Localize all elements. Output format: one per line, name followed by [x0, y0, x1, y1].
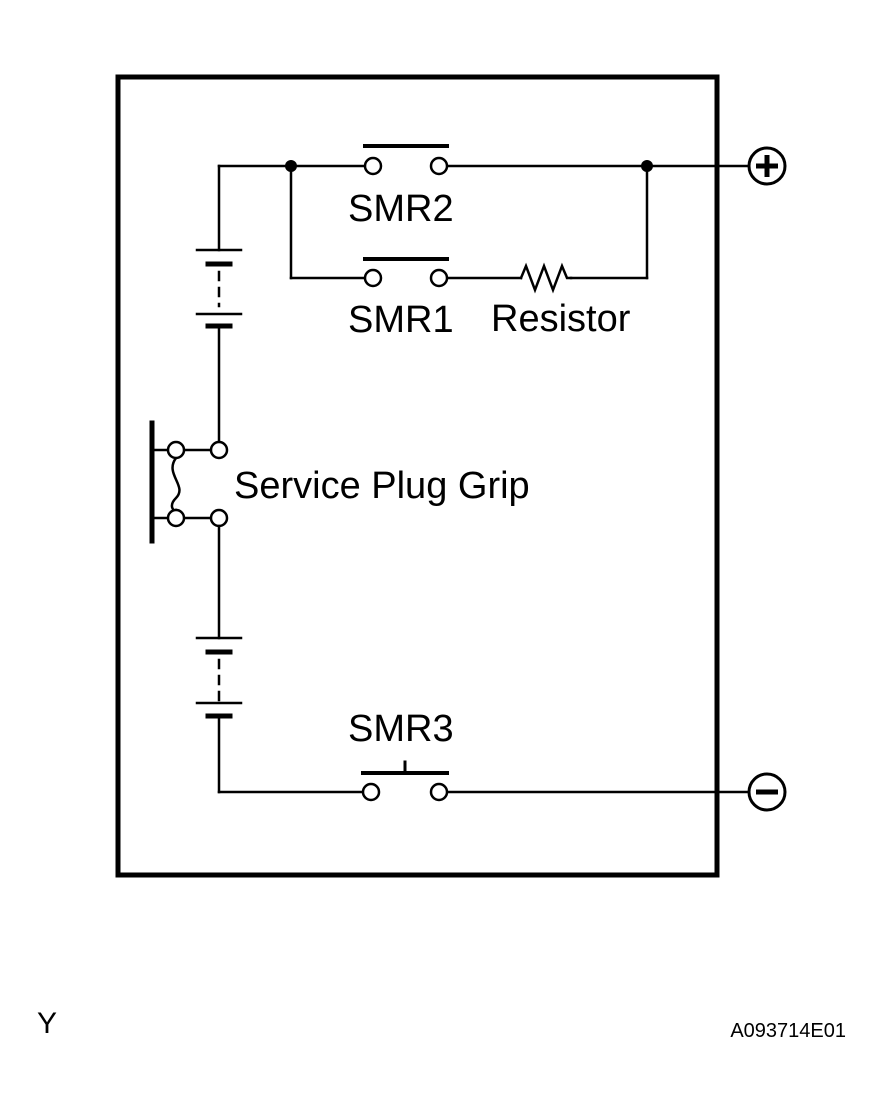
top-wires: [217, 164, 750, 280]
negative-terminal-icon: [747, 772, 787, 812]
upper-battery-stack: [195, 248, 243, 445]
smr2-label: SMR2: [348, 188, 454, 230]
battery-enclosure: [115, 74, 720, 878]
service-plug-grip-label: Service Plug Grip: [234, 465, 530, 507]
figure-code: A093714E01: [730, 1020, 846, 1042]
junction-dot-left: [285, 160, 297, 172]
smr3-relay: [361, 760, 449, 802]
resistor-label: Resistor: [491, 298, 631, 340]
positive-terminal-icon: [747, 146, 787, 186]
smr2-relay: [363, 144, 449, 176]
junction-dot-right: [641, 160, 653, 172]
corner-letter: Y: [37, 1007, 57, 1040]
smr1-label: SMR1: [348, 299, 454, 341]
resistor-symbol: [519, 262, 573, 294]
smr1-relay: [363, 257, 449, 288]
service-plug-grip: [149, 420, 229, 544]
smr3-label: SMR3: [348, 708, 454, 750]
lower-battery-stack: [195, 524, 243, 794]
